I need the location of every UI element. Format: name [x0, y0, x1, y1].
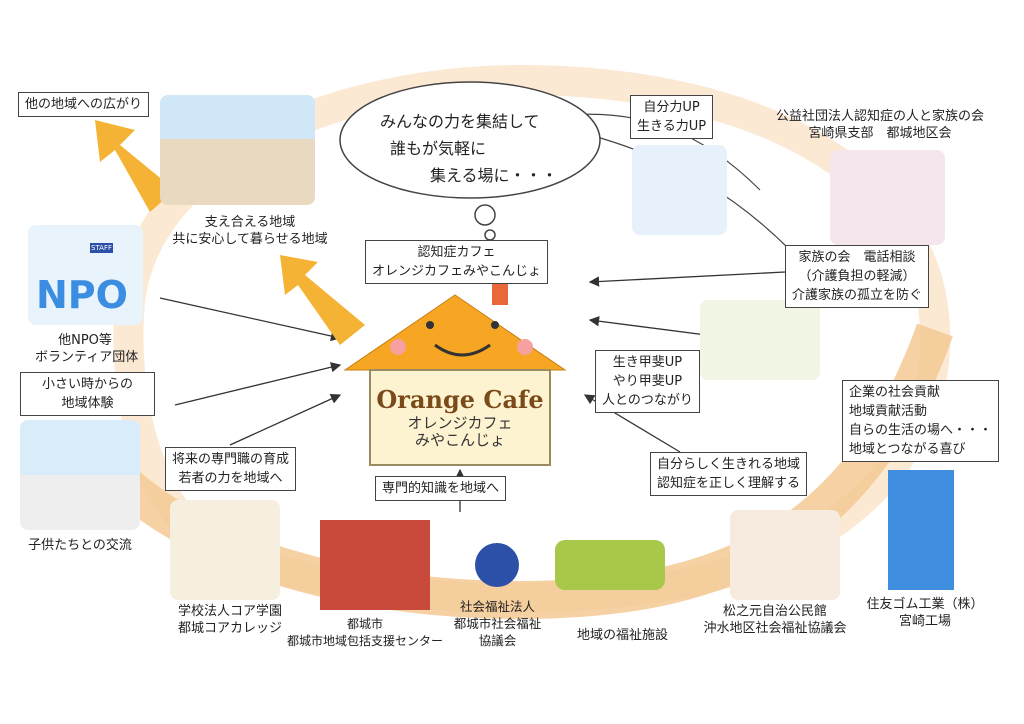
welfare-council-caption: 社会福祉法人 都城市社会福祉 協議会 — [445, 598, 550, 649]
cafe-sign: Orange Cafe オレンジカフェ みやこんじょ — [370, 385, 550, 449]
school-illustration — [20, 420, 140, 530]
box-line: 地域貢献活動 — [849, 404, 928, 419]
box-line: 小さい時からの — [41, 377, 133, 392]
facility-caption: 地域の福祉施設 — [576, 628, 668, 643]
happy-elderly-illustration — [700, 300, 820, 380]
box-line: 自分らしく生きれる地域 — [657, 457, 801, 472]
box-line: 介護家族の孤立を防ぐ — [792, 288, 923, 303]
box-line: 若者の力を地域へ — [178, 471, 283, 486]
box-line: 地域とつながる喜び — [849, 442, 966, 457]
caption-line: 都城市地域包括支援センター — [286, 634, 443, 648]
welfare-bus — [555, 540, 665, 590]
caption-line: 協議会 — [478, 633, 517, 648]
caption-line: 沖水地区社会福祉協議会 — [703, 621, 847, 636]
staff-badge: STAFF — [90, 243, 114, 253]
family-org-name: 公益社団法人認知症の人と家族の会 宮崎県支部 都城地区会 — [745, 108, 1015, 142]
self-power-box: 自分力UP 生きる力UP — [630, 95, 714, 139]
college-caption: 学校法人コア学園 都城コアカレッジ — [160, 603, 300, 637]
community-crowd-illustration — [730, 510, 840, 600]
cloud-line: 誰もが気軽に — [390, 139, 487, 158]
purpose-box: 生き甲斐UP やり甲斐UP 人とのつながり — [595, 350, 700, 413]
corporate-box: 企業の社会貢献 地域貢献活動 自らの生活の場へ・・・ 地域とつながる喜び — [842, 380, 1000, 462]
box-line: オレンジカフェみやこんじょ — [372, 264, 542, 279]
caption-line: 学校法人コア学園 — [177, 604, 282, 619]
caption-line: 都城コアカレッジ — [177, 621, 282, 636]
caption-line: 宮崎工場 — [898, 614, 951, 629]
box-line: やり甲斐UP — [612, 374, 683, 389]
npo-logo: NPO — [36, 273, 128, 317]
cafe-sign-line: みやこんじょ — [414, 431, 505, 449]
connector-arrows — [159, 271, 786, 512]
cloud-line: 集える場に・・・ — [430, 166, 558, 185]
box-line: 企業の社会貢献 — [849, 385, 941, 400]
elderly-confused-illustration — [632, 145, 727, 235]
community-caption: 支え合える地域 共に安心して暮らせる地域 — [160, 214, 340, 248]
children-caption: 子供たちとの交流 — [28, 538, 132, 553]
npo-volunteers-illustration: NPO STAFF — [28, 225, 143, 325]
family-meeting-illustration — [830, 150, 945, 245]
org-line: 宮崎県支部 都城地区会 — [808, 126, 952, 141]
hall-caption: 松之元自治公民館 沖水地区社会福祉協議会 — [690, 603, 860, 637]
box-line: 生きる力UP — [637, 119, 707, 134]
future-professionals-box: 将来の専門職の育成 若者の力を地域へ — [165, 447, 297, 491]
box-line: 認知症を正しく理解する — [657, 476, 801, 491]
caption-line: 社会福祉法人 — [459, 599, 535, 614]
cafe-sign-line: オレンジカフェ — [407, 414, 513, 432]
box-line: 将来の専門職の育成 — [172, 452, 290, 467]
box-line: 家族の会 電話相談 — [798, 250, 916, 265]
caption-line: 都城市社会福祉 — [453, 616, 542, 631]
expertise-box: 専門的知識を地域へ — [375, 476, 507, 501]
box-line: 自分力UP — [643, 100, 700, 115]
family-support-box: 家族の会 電話相談 （介護負担の軽減） 介護家族の孤立を防ぐ — [785, 245, 930, 308]
welfare-council-logo — [475, 543, 519, 587]
city-hall-building — [320, 520, 430, 610]
caption-line: ボランティア団体 — [35, 350, 139, 365]
students-illustration — [170, 500, 280, 600]
caption-line: 他NPO等 — [58, 333, 112, 348]
city-caption: 都城市 都城市地域包括支援センター — [285, 616, 445, 650]
box-line: 人とのつながり — [602, 393, 693, 408]
caption-line: 都城市 — [346, 617, 383, 631]
box-line: （介護負担の軽減） — [798, 269, 916, 284]
factory-building — [888, 470, 954, 590]
expansion-arrows — [95, 120, 365, 345]
cloud-line: みんなの力を集結して — [380, 112, 540, 131]
cafe-box: 認知症カフェ オレンジカフェみやこんじょ — [365, 240, 549, 284]
box-line: 地域体験 — [61, 396, 114, 411]
cloud-message: みんなの力を集結して 誰もが気軽に 集える場に・・・ — [380, 108, 558, 189]
understanding-box: 自分らしく生きれる地域 認知症を正しく理解する — [650, 452, 808, 496]
box-line: 自らの生活の場へ・・・ — [849, 423, 993, 438]
cafe-logo-text: Orange Cafe — [376, 385, 544, 414]
company-caption: 住友ゴム工業（株） 宮崎工場 — [860, 596, 990, 630]
box-line: 生き甲斐UP — [612, 355, 683, 370]
caption-line: 松之元自治公民館 — [722, 604, 827, 619]
box-line: 認知症カフェ — [417, 245, 496, 260]
caption-line: 支え合える地域 — [204, 215, 296, 230]
caption-line: 共に安心して暮らせる地域 — [172, 232, 328, 247]
thought-cloud — [339, 81, 601, 241]
org-line: 公益社団法人認知症の人と家族の会 — [775, 109, 984, 124]
town-illustration — [160, 95, 315, 205]
caption-line: 住友ゴム工業（株） — [866, 597, 984, 612]
spread-box: 他の地域への広がり — [18, 92, 150, 117]
childhood-box: 小さい時からの 地域体験 — [20, 372, 155, 416]
npo-caption: 他NPO等 ボランティア団体 — [35, 332, 139, 366]
